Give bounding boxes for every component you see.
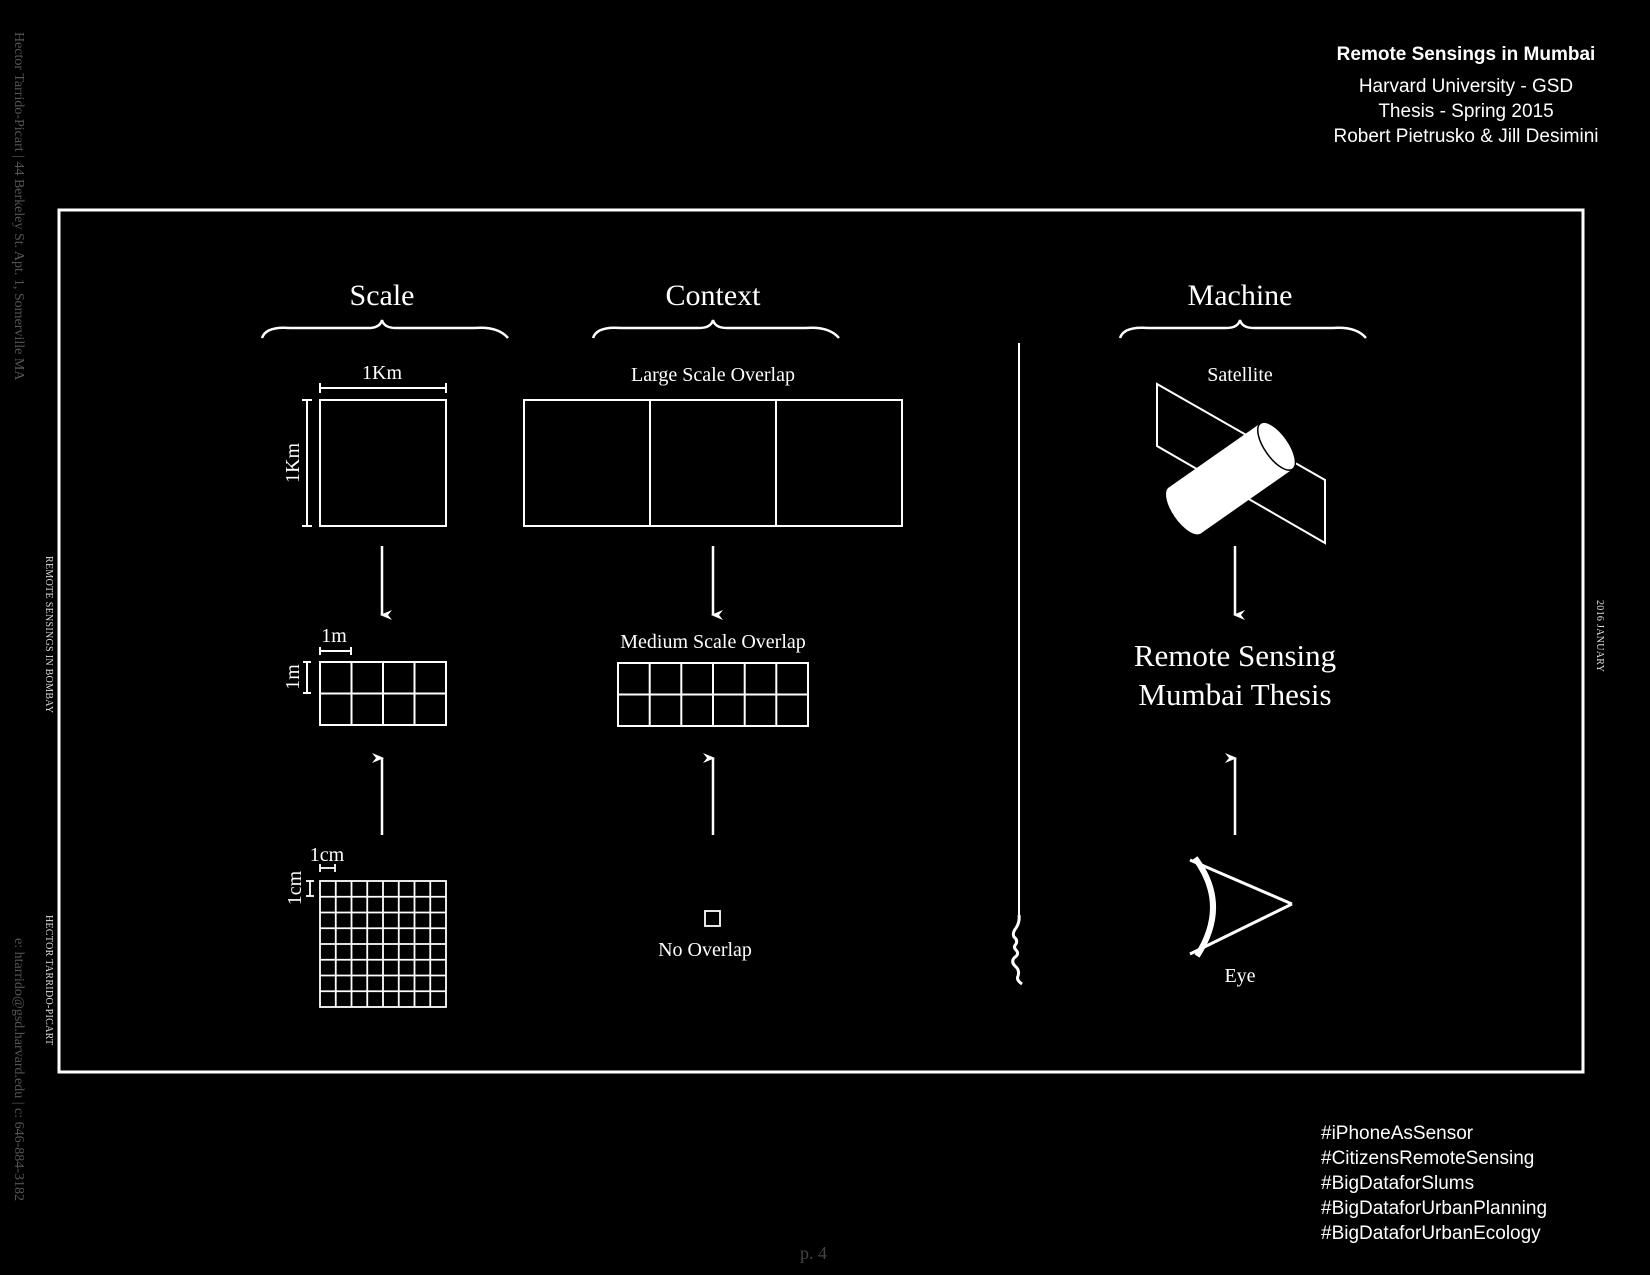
hashtag: #BigDataforUrbanPlanning: [1321, 1198, 1548, 1219]
context-title: Context: [666, 279, 762, 312]
cm-height-label: 1cm: [284, 870, 306, 905]
cm-width-label: 1cm: [310, 844, 345, 866]
diagram-frame: [57, 208, 1585, 1074]
km-height-label: 1Km: [282, 443, 304, 483]
machine-title: Machine: [1188, 279, 1293, 312]
medium-overlap-label: Medium Scale Overlap: [620, 631, 806, 653]
scale-brace: [260, 319, 509, 339]
hashtag-list: #iPhoneAsSensor #CitizensRemoteSensing #…: [1321, 1121, 1547, 1246]
mumbai-thesis-title: Mumbai Thesis: [1138, 677, 1331, 712]
m-width-label: 1m: [321, 625, 347, 647]
eye-label: Eye: [1224, 965, 1255, 987]
header-advisors: Robert Pietrusko & Jill Desimini: [1333, 126, 1599, 147]
large-overlap-box: [523, 399, 903, 527]
hashtag: #iPhoneAsSensor: [1321, 1123, 1474, 1144]
context-brace: [591, 319, 840, 339]
satellite-label: Satellite: [1207, 364, 1273, 386]
scale-title: Scale: [350, 279, 415, 312]
remote-sensing-title: Remote Sensing: [1134, 638, 1336, 673]
no-overlap-square: [704, 910, 721, 927]
km-width-label: 1Km: [362, 362, 402, 384]
hashtag: #BigDataforUrbanEcology: [1321, 1223, 1541, 1244]
satellite-icon: [1156, 382, 1326, 545]
page-number: p. 4: [800, 1243, 827, 1263]
no-overlap-label: No Overlap: [658, 939, 752, 961]
header-institution: Harvard University - GSD: [1358, 76, 1574, 97]
header-title: Remote Sensings in Mumbai: [1336, 44, 1596, 65]
hashtag: #BigDataforSlums: [1321, 1173, 1475, 1194]
eye-icon: [1189, 856, 1293, 958]
hashtag: #CitizensRemoteSensing: [1321, 1148, 1535, 1169]
machine-brace: [1118, 319, 1367, 339]
header-info: Harvard University - GSD Thesis - Spring…: [1316, 74, 1616, 149]
large-overlap-label: Large Scale Overlap: [631, 364, 795, 386]
face-profile-divider: [1011, 343, 1023, 986]
km-square: [319, 399, 447, 527]
m-height-label: 1m: [282, 664, 304, 690]
header-term: Thesis - Spring 2015: [1378, 101, 1554, 122]
